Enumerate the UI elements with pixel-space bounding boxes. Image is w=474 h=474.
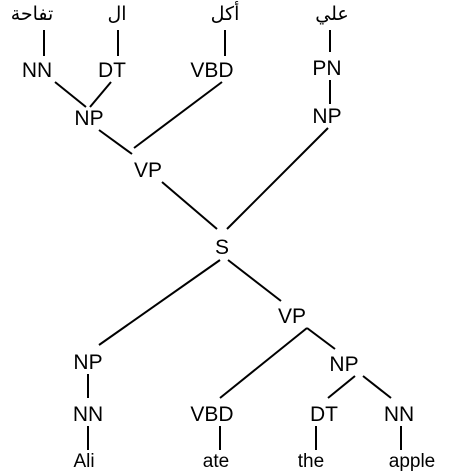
english-word-1: Ali xyxy=(73,451,94,472)
arabic-word-3: أكل xyxy=(211,1,240,25)
node-nn-object-english: NN xyxy=(384,403,414,426)
edge-dt-npobj xyxy=(89,81,112,108)
node-vbd-arabic: VBD xyxy=(190,59,233,82)
node-nn-subject-english: NN xyxy=(73,403,103,426)
english-tree: VP NP NP NN VBD DT NN Ali ate the apple xyxy=(73,305,435,472)
node-np-object-english: NP xyxy=(329,353,358,376)
edge-vp-s xyxy=(161,181,218,230)
english-word-3: the xyxy=(298,451,324,472)
node-vbd-english: VBD xyxy=(190,403,233,426)
edge-vbd-vp xyxy=(133,81,223,149)
edge-nn-npobj xyxy=(54,81,87,108)
arabic-word-1: تفاحة xyxy=(11,3,54,25)
edge-npobj-nn-en xyxy=(362,375,392,399)
node-pn-arabic: PN xyxy=(312,57,341,80)
node-vp-arabic: VP xyxy=(134,159,162,182)
arabic-word-2: ال xyxy=(107,3,126,25)
english-word-2: ate xyxy=(203,451,229,472)
node-np-subject-english: NP xyxy=(73,351,102,374)
node-vp-english: VP xyxy=(278,305,306,328)
node-dt-english: DT xyxy=(310,403,338,426)
node-s-root: S xyxy=(215,236,229,259)
node-nn-arabic: NN xyxy=(22,59,52,82)
node-np-object-arabic: NP xyxy=(74,107,103,130)
edge-npobj-vp xyxy=(98,129,133,155)
edge-s-npsubj-en xyxy=(98,259,221,346)
edge-npobj-dt-en xyxy=(327,375,356,399)
node-dt-arabic: DT xyxy=(98,59,126,82)
edge-vp-vbd-en xyxy=(219,327,308,399)
english-word-4: apple xyxy=(389,451,436,472)
edge-vp-npobj-en xyxy=(306,327,336,350)
arabic-tree: تفاحة ال أكل علي NN DT VBD PN NP NP VP xyxy=(11,1,349,182)
node-np-subject-arabic: NP xyxy=(312,105,341,128)
edge-s-vp-en xyxy=(227,259,282,302)
edge-npsubj-s xyxy=(226,127,329,230)
arabic-word-4: علي xyxy=(315,3,348,25)
tree-edges xyxy=(43,30,402,450)
